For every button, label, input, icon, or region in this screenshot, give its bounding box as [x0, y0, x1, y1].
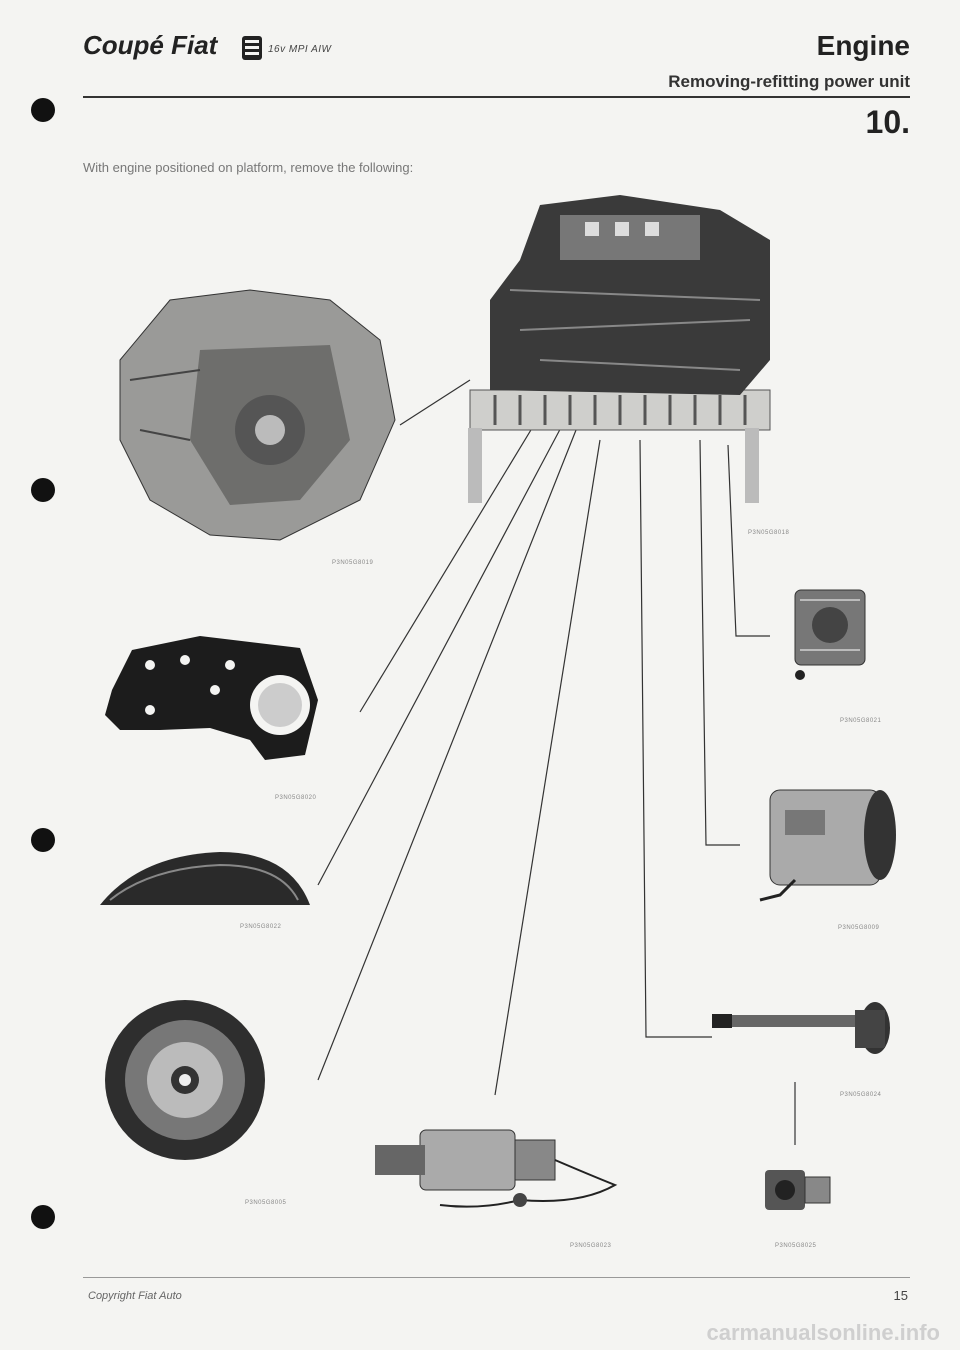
binder-hole-4 — [31, 1205, 55, 1229]
watermark-text: carmanualsonline.info — [706, 1320, 941, 1345]
sensor-illustration — [765, 1170, 831, 1210]
binder-hole-1 — [31, 98, 55, 122]
clutch-illustration — [105, 1000, 265, 1160]
compressor-illustration — [759, 789, 896, 902]
engine-on-platform-illustration — [468, 195, 771, 503]
figure-code-plate: P3N05G8020 — [275, 795, 317, 801]
fiat-logo-icon — [242, 36, 262, 60]
figure-code-compressor: P3N05G8009 — [838, 925, 880, 931]
figure-code-starter: P3N05G8023 — [570, 1243, 612, 1249]
figure-code-sensor: P3N05G8025 — [775, 1243, 817, 1249]
page-number: 15 — [893, 1288, 908, 1303]
driveshaft-illustration — [712, 1002, 890, 1054]
leader-lines — [317, 379, 796, 1145]
gearbox-illustration — [119, 289, 396, 541]
section-title: Engine — [816, 30, 910, 61]
figure-code-gearbox: P3N05G8019 — [332, 560, 374, 566]
model-label: 16v MPI AIW — [268, 44, 332, 55]
binder-hole-2 — [31, 478, 55, 502]
brand-title: Coupé Fiat — [83, 30, 218, 60]
starter-motor-illustration — [375, 1129, 618, 1208]
subsection-title: Removing-refitting power unit — [668, 72, 910, 91]
flywheel-guard-illustration — [100, 852, 310, 905]
footer-rule — [83, 1277, 910, 1278]
binder-hole-3 — [31, 828, 55, 852]
section-number: 10. — [865, 104, 910, 140]
figure-code-alternator: P3N05G8021 — [840, 718, 882, 724]
figure-code-guard: P3N05G8022 — [240, 924, 282, 930]
copyright-text: Copyright Fiat Auto — [88, 1290, 182, 1302]
cover-plate-illustration — [105, 636, 318, 760]
intro-text: With engine positioned on platform, remo… — [83, 160, 414, 175]
alternator-illustration — [794, 589, 866, 680]
figure-code-clutch: P3N05G8005 — [245, 1200, 287, 1206]
header-rule — [83, 96, 910, 98]
figure-code-engine: P3N05G8018 — [748, 530, 790, 536]
figure-code-driveshaft: P3N05G8024 — [840, 1092, 882, 1098]
